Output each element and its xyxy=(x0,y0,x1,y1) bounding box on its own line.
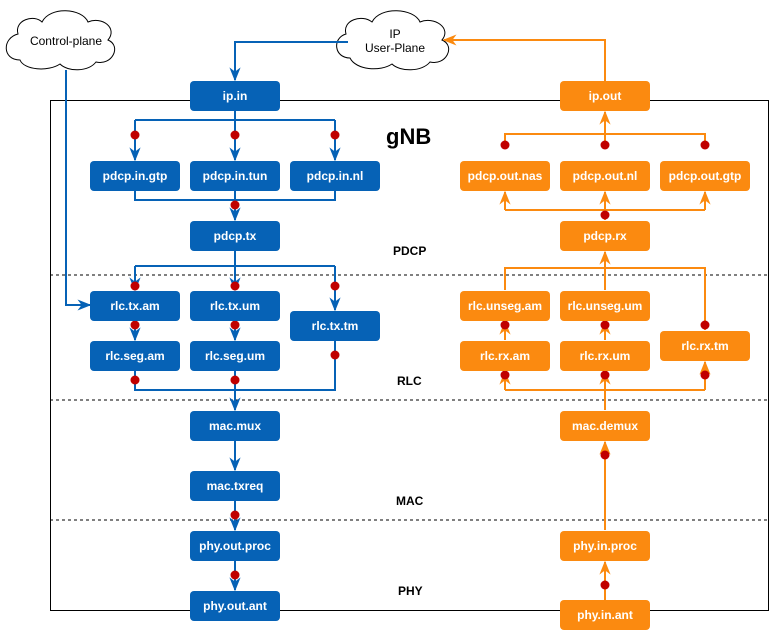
layer-label-mac: MAC xyxy=(396,494,424,508)
connector-dot xyxy=(500,320,510,330)
connector-dot xyxy=(130,281,140,291)
node-rlc-rx-am[interactable]: rlc.rx.am xyxy=(460,341,550,371)
connector-dot xyxy=(230,510,240,520)
ip-user-plane-line2: User-Plane xyxy=(364,41,426,55)
layer-label-rlc: RLC xyxy=(397,374,422,388)
connector-dot xyxy=(700,320,710,330)
node-pdcp-tx[interactable]: pdcp.tx xyxy=(190,221,280,251)
node-pdcp-out-nl[interactable]: pdcp.out.nl xyxy=(560,161,650,191)
ip-user-plane-cloud xyxy=(336,10,450,71)
connector-dot xyxy=(700,370,710,380)
connector-dot xyxy=(230,570,240,580)
node-pdcp-in-gtp[interactable]: pdcp.in.gtp xyxy=(90,161,180,191)
node-rlc-seg-um[interactable]: rlc.seg.um xyxy=(190,341,280,371)
connector-dots xyxy=(130,130,710,590)
node-rlc-seg-am[interactable]: rlc.seg.am xyxy=(90,341,180,371)
connector-dot xyxy=(600,370,610,380)
edge-ipout-ipuserplane xyxy=(442,34,606,82)
connector-dot xyxy=(330,281,340,291)
node-ip-out[interactable]: ip.out xyxy=(560,81,650,111)
node-phy-out-ant[interactable]: phy.out.ant xyxy=(190,591,280,621)
node-pdcp-rx[interactable]: pdcp.rx xyxy=(560,221,650,251)
connector-dot xyxy=(130,130,140,140)
connector-dot xyxy=(700,140,710,150)
node-rlc-tx-tm[interactable]: rlc.tx.tm xyxy=(290,311,380,341)
node-phy-out-proc[interactable]: phy.out.proc xyxy=(190,531,280,561)
connector-dot xyxy=(600,320,610,330)
node-rlc-rx-um[interactable]: rlc.rx.um xyxy=(560,341,650,371)
node-rlc-rx-tm[interactable]: rlc.rx.tm xyxy=(660,331,750,361)
connector-dot xyxy=(600,450,610,460)
gnb-frame xyxy=(50,100,769,611)
node-phy-in-ant[interactable]: phy.in.ant xyxy=(560,600,650,630)
ip-user-plane-label: IP User-Plane xyxy=(340,27,450,55)
node-pdcp-in-tun[interactable]: pdcp.in.tun xyxy=(190,161,280,191)
edge-ipin-split xyxy=(135,110,335,121)
edge-controlplane-rlctxam xyxy=(65,70,92,311)
node-ip-in[interactable]: ip.in xyxy=(190,81,280,111)
node-pdcp-out-gtp[interactable]: pdcp.out.gtp xyxy=(660,161,750,191)
node-rlc-tx-am[interactable]: rlc.tx.am xyxy=(90,291,180,321)
connector-dot xyxy=(600,580,610,590)
connector-dot xyxy=(130,375,140,385)
edge-ipuserplane-ipin xyxy=(229,41,348,82)
node-mac-mux[interactable]: mac.mux xyxy=(190,411,280,441)
ip-user-plane-line1: IP xyxy=(389,27,401,41)
layer-label-phy: PHY xyxy=(398,584,423,598)
connector-dot xyxy=(600,210,610,220)
connector-dot xyxy=(130,320,140,330)
node-rlc-unseg-am[interactable]: rlc.unseg.am xyxy=(460,291,550,321)
control-plane-cloud xyxy=(5,10,116,71)
node-phy-in-proc[interactable]: phy.in.proc xyxy=(560,531,650,561)
connector-dot xyxy=(230,281,240,291)
layer-label-pdcp: PDCP xyxy=(393,244,427,258)
node-pdcp-in-nl[interactable]: pdcp.in.nl xyxy=(290,161,380,191)
node-pdcp-out-nas[interactable]: pdcp.out.nas xyxy=(460,161,550,191)
connector-dot xyxy=(500,140,510,150)
connector-dot xyxy=(500,370,510,380)
connector-dot xyxy=(330,350,340,360)
connector-dot xyxy=(230,130,240,140)
control-plane-label: Control-plane xyxy=(29,34,103,48)
connector-dot xyxy=(230,320,240,330)
connector-dot xyxy=(230,375,240,385)
connector-dot xyxy=(330,130,340,140)
node-rlc-tx-um[interactable]: rlc.tx.um xyxy=(190,291,280,321)
edge-pdcptx-split xyxy=(135,250,335,267)
node-mac-txreq[interactable]: mac.txreq xyxy=(190,471,280,501)
connector-dot xyxy=(600,140,610,150)
gnb-title: gNB xyxy=(386,124,432,149)
node-mac-demux[interactable]: mac.demux xyxy=(560,411,650,441)
connector-dot xyxy=(230,200,240,210)
node-rlc-unseg-um[interactable]: rlc.unseg.um xyxy=(560,291,650,321)
